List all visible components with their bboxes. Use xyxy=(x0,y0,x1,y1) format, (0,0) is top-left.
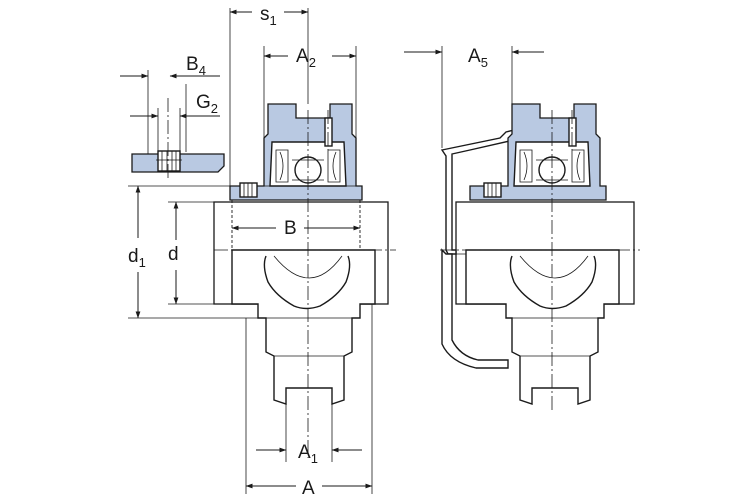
left-view: s1 A2 B4 G2 xyxy=(120,4,396,499)
label-d: d xyxy=(168,244,179,265)
dim-B4: B4 xyxy=(120,54,220,154)
bearing-housing-right xyxy=(469,103,607,201)
dim-d: d xyxy=(168,201,214,305)
dim-G2: G2 xyxy=(130,92,220,152)
label-B: B xyxy=(284,218,297,239)
flinger-cover xyxy=(440,129,515,369)
label-s1: s1 xyxy=(260,4,277,28)
dim-B: B xyxy=(231,200,361,250)
dim-A: A xyxy=(245,304,373,499)
label-A5: A5 xyxy=(468,46,488,70)
dim-d1: d1 xyxy=(128,185,266,319)
housing-body-left xyxy=(231,249,376,405)
dim-A1: A1 xyxy=(256,404,362,466)
side-detail xyxy=(131,150,225,173)
bearing-housing-left xyxy=(229,103,363,201)
label-A: A xyxy=(302,478,315,499)
housing-body-right xyxy=(465,249,620,405)
label-G2: G2 xyxy=(196,92,218,116)
label-d1: d1 xyxy=(128,246,146,270)
dim-s1: s1 xyxy=(229,4,309,186)
label-A1: A1 xyxy=(298,442,318,466)
dim-A2: A2 xyxy=(263,46,357,138)
label-B4: B4 xyxy=(186,54,206,78)
right-view: A5 xyxy=(404,46,640,410)
label-A2: A2 xyxy=(296,46,316,70)
dim-A5: A5 xyxy=(404,46,544,148)
